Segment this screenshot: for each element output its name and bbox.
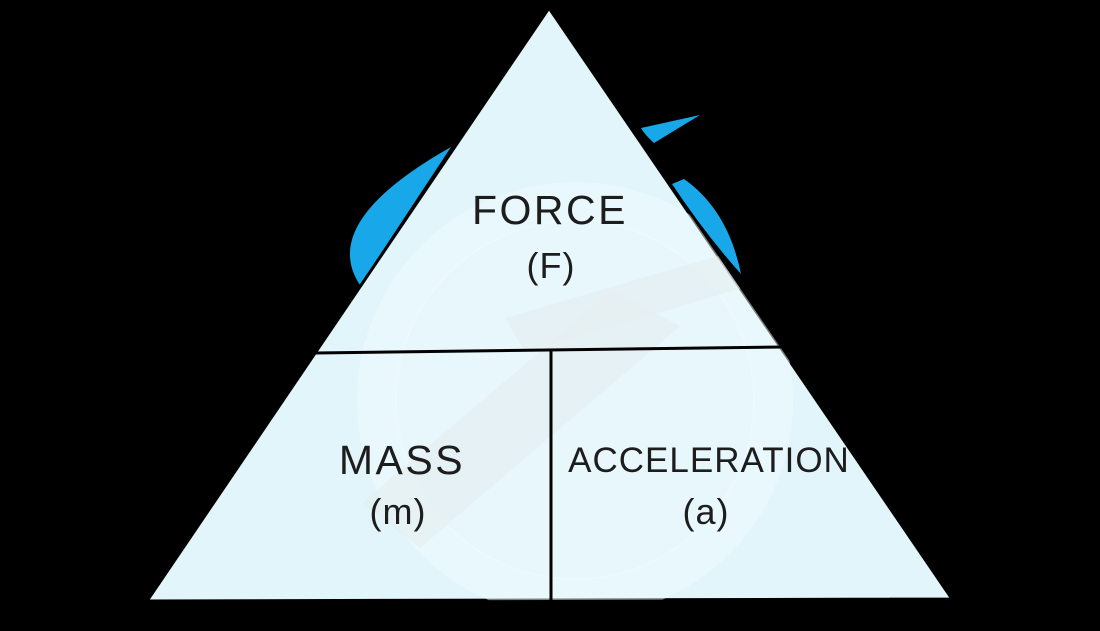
rotation-arrow-right-arc <box>672 179 741 274</box>
watermark-bolt-body <box>362 290 680 548</box>
force-symbol: (F) <box>527 245 576 286</box>
rotation-arrow-left-arc <box>349 147 451 285</box>
acceleration-symbol: (a) <box>683 491 730 532</box>
mass-label: MASS <box>339 437 465 483</box>
watermark-ring <box>357 182 793 601</box>
force-label: FORCE <box>472 187 628 233</box>
mass-symbol: (m) <box>370 491 427 532</box>
acceleration-label: ACCELERATION <box>568 441 850 480</box>
rotation-arrow-icon <box>349 115 741 285</box>
rotation-arrow-head-icon <box>641 115 700 143</box>
